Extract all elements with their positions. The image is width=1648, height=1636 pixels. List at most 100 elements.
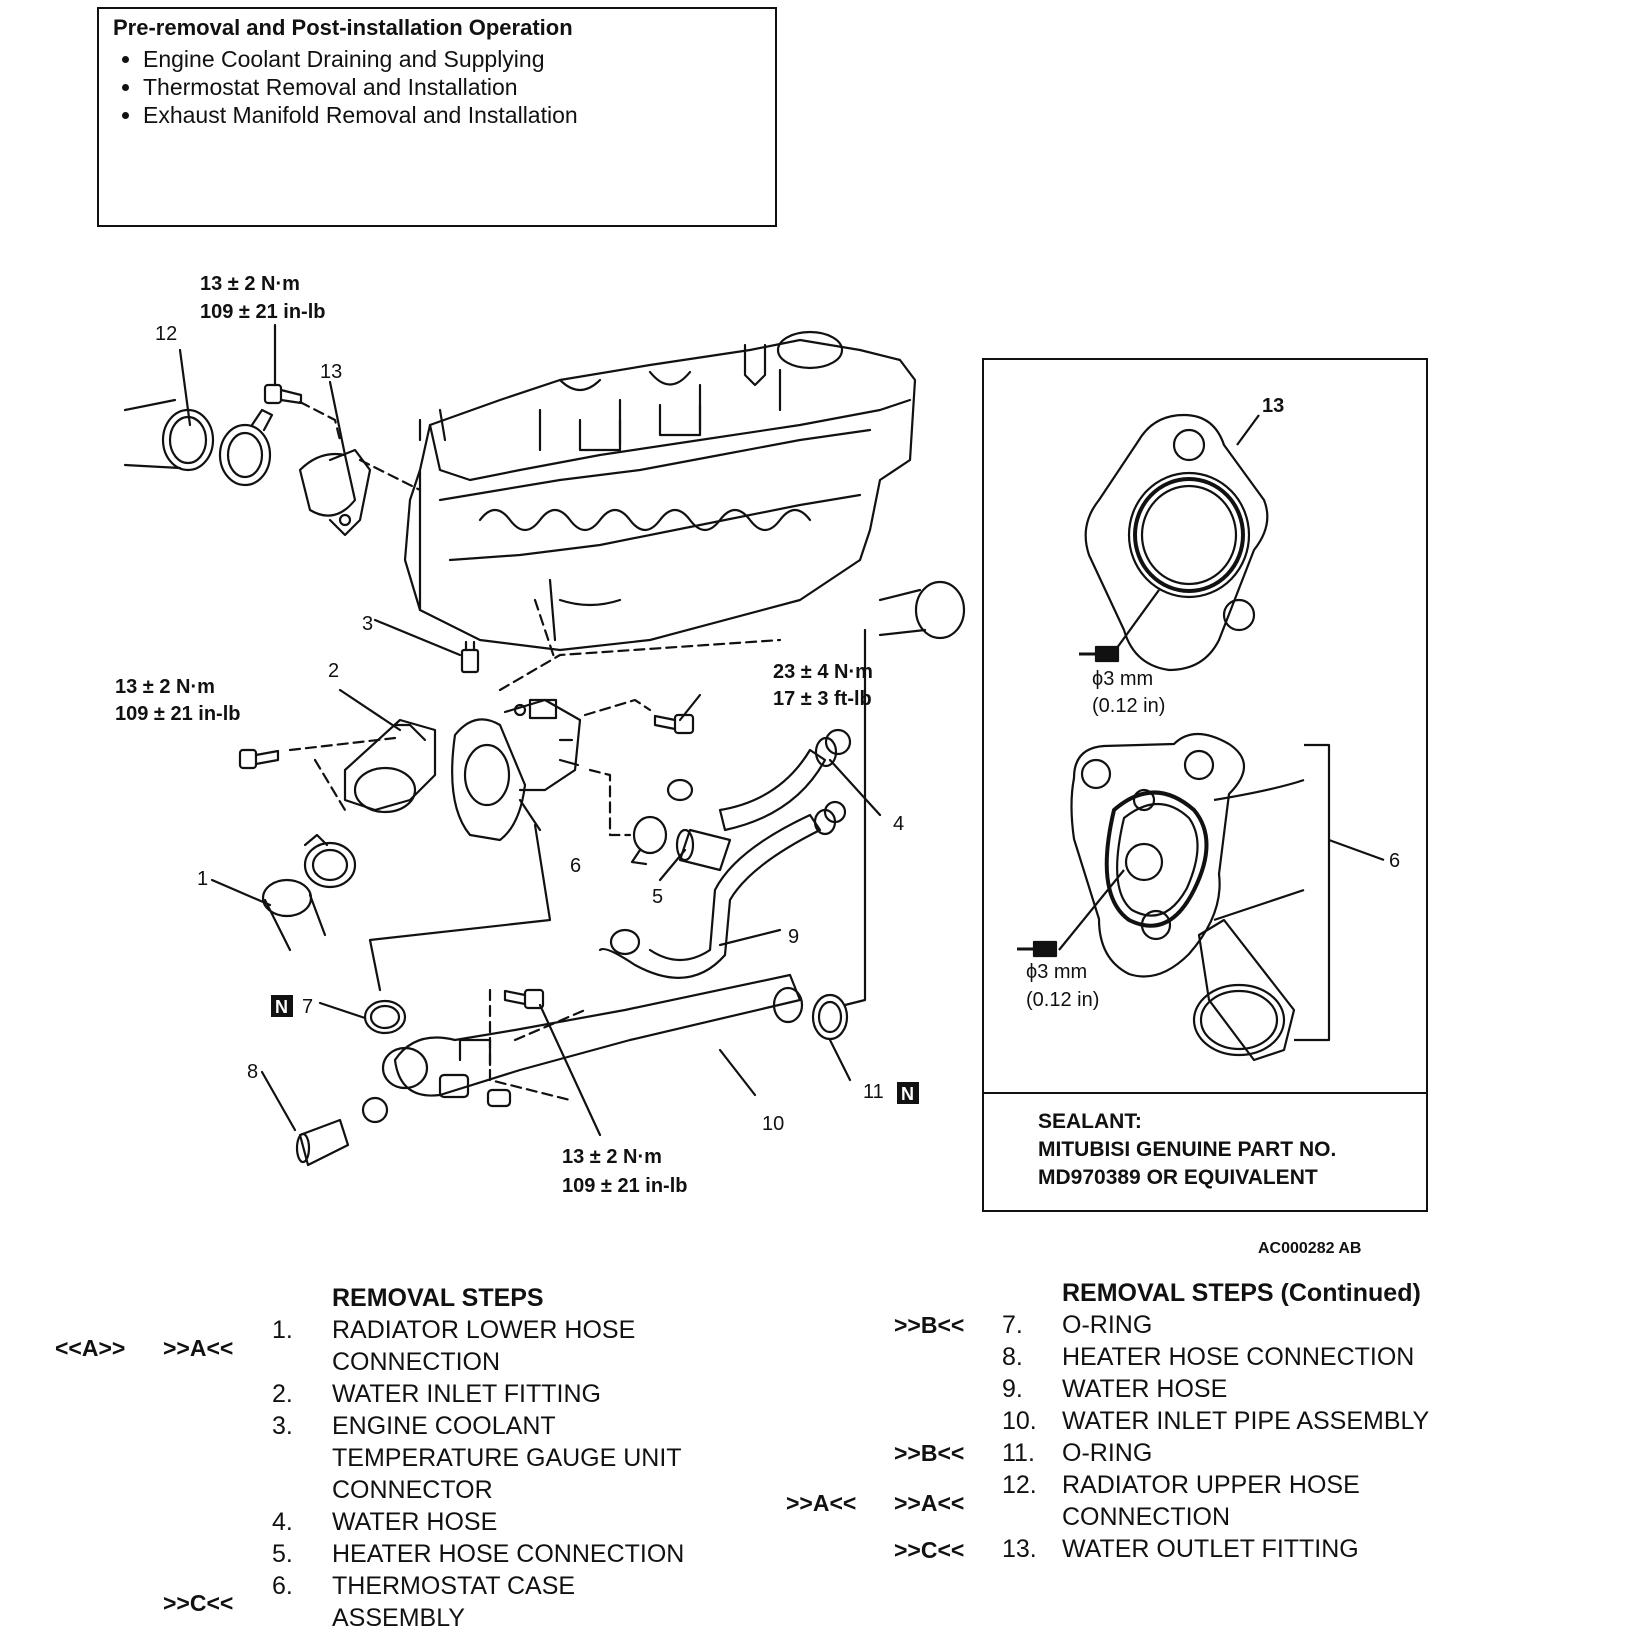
step-row: 2.WATER INLET FITTING <box>272 1378 684 1410</box>
sealant-note: SEALANT: MITUBISI GENUINE PART NO. MD970… <box>982 1092 1428 1212</box>
step-row: 11. O-RING <box>1002 1437 1429 1469</box>
part-5-heater-hose <box>675 828 732 872</box>
step-1-install-mark: >>A<< <box>163 1335 234 1361</box>
step-text: O-RING <box>1062 1439 1153 1467</box>
inset-callout-6: 6 <box>1389 850 1400 872</box>
pre-operation-item: Engine Coolant Draining and Supplying <box>143 45 761 73</box>
step-12-install-mark: >>A<< <box>894 1490 965 1516</box>
removal-steps: REMOVAL STEPS 1. RADIATOR LOWER HOSE CONN… <box>272 1282 684 1634</box>
step-text: RADIATOR LOWER HOSE <box>332 1316 636 1344</box>
step-number: 4. <box>272 1508 293 1536</box>
callout-4: 4 <box>893 813 904 835</box>
bolt-right <box>653 713 695 735</box>
callout-6: 6 <box>570 855 581 877</box>
torque-left-nm: 13 ± 2 N·m <box>115 676 215 698</box>
part-3-temp-gauge-connector <box>460 640 480 674</box>
hose-clamp-1 <box>303 833 357 889</box>
new-part-badge-7: N <box>271 995 293 1017</box>
callout-7: 7 <box>302 996 313 1018</box>
callout-12: 12 <box>155 323 177 345</box>
inset-callout-13: 13 <box>1262 395 1284 417</box>
step-11-mark: >>B<< <box>894 1440 965 1466</box>
step-row: 5.HEATER HOSE CONNECTION <box>272 1538 684 1570</box>
step-row: 12.RADIATOR UPPER HOSE <box>1002 1469 1429 1501</box>
torque-bottom-nm: 13 ± 2 N·m <box>562 1146 662 1168</box>
sealant-line: SEALANT: <box>1038 1110 1142 1133</box>
step-text: ASSEMBLY <box>332 1604 465 1632</box>
engine-head-illustration <box>403 330 966 652</box>
removal-steps-title: REMOVAL STEPS <box>332 1284 544 1312</box>
pre-operation-item: Thermostat Removal and Installation <box>143 73 761 101</box>
step-number <box>272 1602 332 1634</box>
new-badge-text: N <box>275 997 288 1017</box>
step-12-removal-mark: >>A<< <box>786 1490 857 1516</box>
step-text: WATER HOSE <box>1062 1375 1228 1403</box>
step-number: 3. <box>272 1412 293 1440</box>
pre-operation-list: Engine Coolant Draining and Supplying Th… <box>113 45 761 129</box>
pre-operation-title: Pre-removal and Post-installation Operat… <box>113 15 573 40</box>
torque-right-nm: 23 ± 4 N·m <box>773 661 873 683</box>
callout-11: 11 <box>863 1081 884 1103</box>
sealant-line: MD970389 OR EQUIVALENT <box>1038 1166 1318 1189</box>
step-row: 9.WATER HOSE <box>1002 1373 1429 1405</box>
step-number <box>272 1474 332 1506</box>
pre-operation-item: Exhaust Manifold Removal and Installatio… <box>143 101 761 129</box>
step-row: CONNECTOR <box>272 1474 684 1506</box>
step-text: RADIATOR UPPER HOSE <box>1062 1471 1360 1499</box>
step-number: 1. <box>272 1316 293 1344</box>
step-row: 4. WATER HOSE <box>272 1506 684 1538</box>
callout-3: 3 <box>362 613 373 635</box>
callout-10: 10 <box>762 1113 784 1135</box>
step-number: 8. <box>1002 1343 1023 1371</box>
step-6-install-mark: >>C<< <box>163 1590 234 1616</box>
torque-bottom-inlb: 109 ± 21 in-lb <box>562 1175 687 1197</box>
torque-top-inlb: 109 ± 21 in-lb <box>200 301 325 323</box>
torque-top-nm: 13 ± 2 N·m <box>200 273 300 295</box>
part-4-water-hose <box>666 728 852 832</box>
step-number: 7. <box>1002 1311 1023 1339</box>
step-13-mark: >>C<< <box>894 1537 965 1563</box>
callout-5: 5 <box>652 886 663 908</box>
step-number <box>1002 1501 1062 1533</box>
part-2-water-inlet-fitting <box>343 718 437 814</box>
callout-13: 13 <box>320 361 342 383</box>
new-badge-text: N <box>901 1084 914 1104</box>
part-8-heater-hose <box>295 1096 389 1167</box>
step-row: ASSEMBLY <box>272 1602 684 1634</box>
callout-8: 8 <box>247 1061 258 1083</box>
bolt-left <box>238 748 280 770</box>
step-row: 1. RADIATOR LOWER HOSE <box>272 1314 684 1346</box>
sealant-inset: 13 6 ϕ3 mm (0.12 in) ϕ3 mm (0.12 in) <box>982 358 1428 1212</box>
removal-steps-continued-title: REMOVAL STEPS (Continued) <box>1062 1279 1421 1307</box>
bead-size-1-in: (0.12 in) <box>1092 695 1165 717</box>
step-text: WATER OUTLET FITTING <box>1062 1535 1359 1563</box>
callout-9: 9 <box>788 926 799 948</box>
exploded-diagram: 13 ± 2 N·m 109 ± 21 in-lb 13 ± 2 N·m 109… <box>115 273 966 1197</box>
step-number: 13. <box>1002 1535 1037 1563</box>
step-number <box>272 1346 332 1378</box>
bolt-top <box>263 383 303 405</box>
torque-right-ftlb: 17 ± 3 ft-lb <box>773 688 872 710</box>
callout-1: 1 <box>197 868 208 890</box>
step-number: 11. <box>1002 1439 1035 1467</box>
hose-clamp-5 <box>630 815 668 866</box>
step-row: TEMPERATURE GAUGE UNIT <box>272 1442 684 1474</box>
callout-2: 2 <box>328 660 339 682</box>
part-13-water-outlet-fitting <box>298 448 372 537</box>
step-row: CONNECTION <box>272 1346 684 1378</box>
step-text: HEATER HOSE CONNECTION <box>1062 1343 1415 1371</box>
step-number: 6. <box>272 1572 293 1600</box>
bead-size-1-mm: ϕ3 mm <box>1092 668 1153 690</box>
inset-illustration: 13 6 ϕ3 mm (0.12 in) ϕ3 mm (0.12 in) <box>1017 395 1400 1062</box>
step-row: 8. HEATER HOSE CONNECTION <box>1002 1341 1429 1373</box>
step-number: 2. <box>272 1380 293 1408</box>
step-text: HEATER HOSE CONNECTION <box>332 1540 685 1568</box>
step-text: ENGINE COOLANT <box>332 1412 556 1440</box>
step-text: CONNECTOR <box>332 1476 493 1504</box>
step-text: O-RING <box>1062 1311 1153 1339</box>
part-1-radiator-lower-hose <box>261 878 327 952</box>
new-part-badge-11: N <box>897 1082 919 1104</box>
part-9-water-hose <box>598 800 847 979</box>
part-6-thermostat-case <box>451 698 582 842</box>
step-text: WATER HOSE <box>332 1508 498 1536</box>
